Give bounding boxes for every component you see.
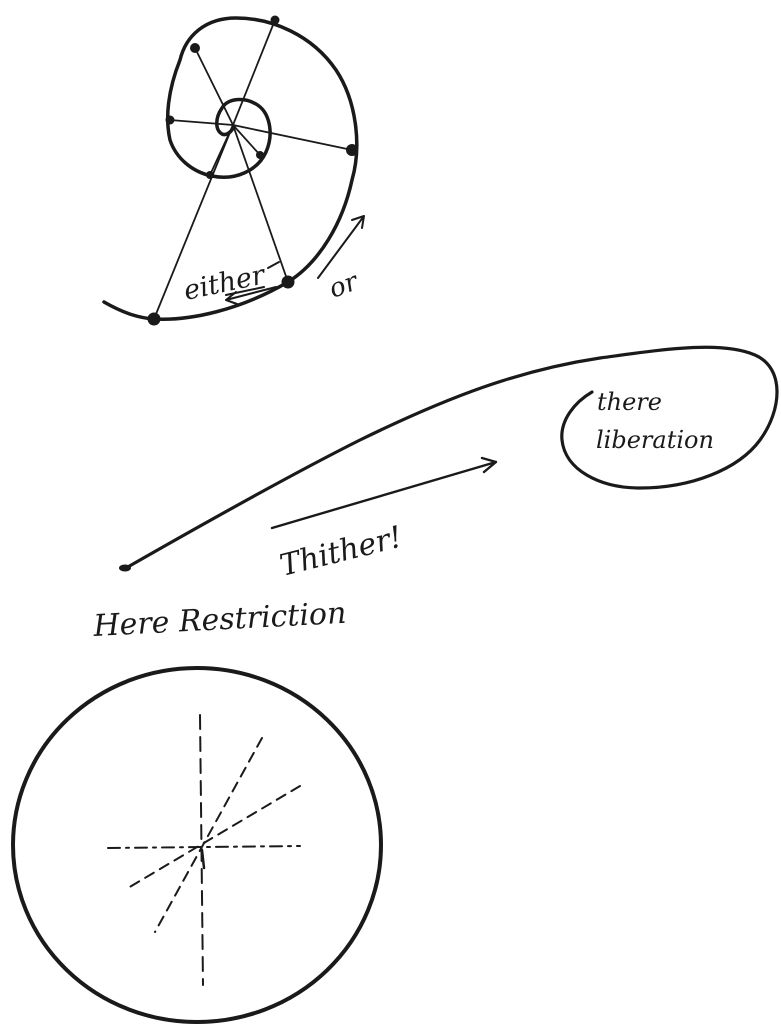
spiral-node-dot	[165, 115, 175, 125]
spiral-figure: either or	[102, 15, 365, 326]
there-label: there	[597, 388, 662, 416]
spiral-node-dot	[281, 275, 295, 289]
thither-label: Thither!	[276, 520, 405, 584]
spiral-node-dot	[206, 171, 214, 179]
or-arrow-icon	[317, 215, 365, 279]
spiral-spoke	[232, 124, 261, 156]
spiral-spoke	[169, 119, 234, 126]
or-label: or	[325, 266, 363, 304]
spiral-node-dot	[270, 15, 280, 25]
spiral-spoke	[153, 124, 234, 320]
spiral-spoke	[232, 124, 353, 151]
dashed-ray-diagonal	[127, 785, 301, 889]
liberation-label: liberation	[596, 426, 714, 454]
start-point-dot	[119, 564, 131, 572]
spiral-node-dot	[346, 144, 358, 156]
thither-arrow-icon	[270, 456, 498, 530]
outer-circle	[11, 666, 383, 1024]
spiral-spoke	[209, 124, 234, 176]
spiral-spoke	[232, 124, 289, 283]
path-curve	[124, 345, 779, 570]
dashed-ray-horizontal	[107, 845, 301, 849]
spiral-node-dot	[190, 43, 200, 53]
spiral-spoke	[194, 47, 234, 126]
either-arrow-icon	[225, 286, 277, 305]
either-dash	[267, 261, 280, 269]
here-restriction-label: Here Restriction	[92, 596, 348, 644]
spiral-spoke	[232, 19, 276, 126]
dashed-ray-center-mark	[200, 848, 206, 870]
circle-figure	[11, 666, 383, 1024]
spiral-node-dot	[256, 151, 264, 159]
path-figure: there liberation Thither! Here Restricti…	[92, 345, 779, 644]
spiral-node-dot	[147, 312, 161, 326]
dashed-ray-diagonal	[154, 737, 263, 933]
